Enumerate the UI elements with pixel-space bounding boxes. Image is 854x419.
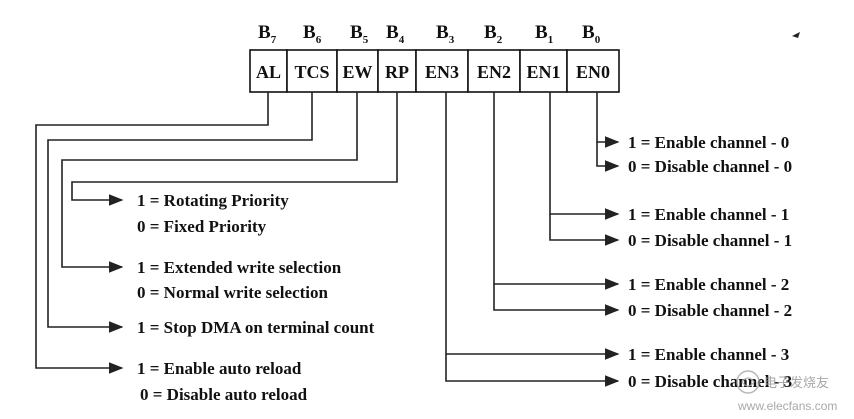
field-en3: EN3 xyxy=(425,62,459,82)
bit-header-b3: B3 xyxy=(436,22,455,46)
label-en1-1: 1 = Enable channel - 1 xyxy=(628,205,789,224)
watermark-logo-icon xyxy=(736,370,760,394)
right-connectors xyxy=(445,92,620,387)
bit-header-b4: B4 xyxy=(386,22,405,46)
label-al-0: 0 = Disable auto reload xyxy=(140,385,308,404)
watermark: 电子发烧友 www.elecfans.com xyxy=(736,370,837,413)
label-en3-1: 1 = Enable channel - 3 xyxy=(628,345,789,364)
right-labels: 1 = Enable channel - 0 0 = Disable chann… xyxy=(628,133,792,391)
wire-en0-disable xyxy=(596,142,620,172)
wire-tcs xyxy=(47,92,313,333)
wire-en0-enable xyxy=(596,92,620,148)
label-en1-0: 0 = Disable channel - 1 xyxy=(628,231,792,250)
label-rp-1: 1 = Rotating Priority xyxy=(137,191,289,210)
field-tcs: TCS xyxy=(294,62,329,82)
cell-en3 xyxy=(415,49,469,93)
label-en0-0: 0 = Disable channel - 0 xyxy=(628,157,792,176)
wire-al xyxy=(35,92,269,374)
label-en3-0: 0 = Disable channel - 3 xyxy=(628,372,792,391)
label-ew-1: 1 = Extended write selection xyxy=(137,258,342,277)
bit-header-b2: B2 xyxy=(484,22,503,46)
field-en0: EN0 xyxy=(576,62,610,82)
label-en2-0: 0 = Disable channel - 2 xyxy=(628,301,792,320)
bit-header-b7: B7 xyxy=(258,22,277,46)
wire-en1-disable xyxy=(549,214,620,246)
field-ew: EW xyxy=(342,62,372,82)
wire-en3-disable xyxy=(445,354,620,387)
bit-header-b5: B5 xyxy=(350,22,369,46)
label-en2-1: 1 = Enable channel - 2 xyxy=(628,275,789,294)
wire-en3-enable xyxy=(445,92,620,360)
register-row: AL TCS EW RP EN3 EN2 EN1 EN0 xyxy=(249,49,620,93)
label-ew-0: 0 = Normal write selection xyxy=(137,283,329,302)
bit-header-b1: B1 xyxy=(535,22,553,46)
bit-header-b6: B6 xyxy=(303,22,322,46)
wire-en2-enable xyxy=(493,92,620,290)
watermark-url-text: www.elecfans.com xyxy=(737,399,837,413)
label-tcs-1: 1 = Stop DMA on terminal count xyxy=(137,318,375,337)
cell-en2 xyxy=(467,49,521,93)
wire-rp xyxy=(71,92,398,206)
wire-en2-disable xyxy=(493,284,620,316)
cell-en0 xyxy=(566,49,620,93)
field-en1: EN1 xyxy=(526,62,560,82)
label-rp-0: 0 = Fixed Priority xyxy=(137,217,267,236)
field-en2: EN2 xyxy=(477,62,511,82)
field-al: AL xyxy=(256,62,281,82)
field-rp: RP xyxy=(385,62,409,82)
cell-en1 xyxy=(519,49,568,93)
left-connectors xyxy=(35,92,398,374)
wire-ew xyxy=(61,92,358,273)
label-al-1: 1 = Enable auto reload xyxy=(137,359,302,378)
watermark-cn-text: 电子发烧友 xyxy=(764,375,829,391)
bit-headers: B7 B6 B5 B4 B3 B2 B1 B0 xyxy=(258,22,601,46)
stray-mark xyxy=(792,32,800,38)
bit-header-b0: B0 xyxy=(582,22,601,46)
left-labels: 1 = Rotating Priority 0 = Fixed Priority… xyxy=(137,191,375,404)
label-en0-1: 1 = Enable channel - 0 xyxy=(628,133,789,152)
wire-en1-enable xyxy=(549,92,620,220)
